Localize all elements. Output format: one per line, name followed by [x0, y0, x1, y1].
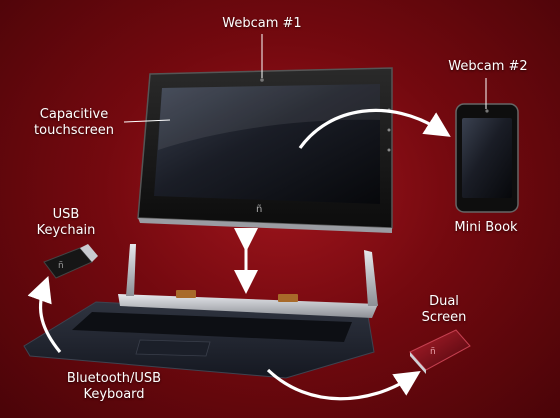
- webcam1-lens: [260, 78, 264, 82]
- keyboard-trackpad: [135, 339, 211, 357]
- keyboard-device: [23, 244, 378, 379]
- dual-screen-logo: ñ: [430, 347, 436, 357]
- dock-connector: [278, 294, 298, 302]
- mini-book-device: [455, 103, 519, 213]
- webcam1-label: Webcam #1: [222, 16, 302, 31]
- touchscreen-leader-line: [123, 119, 171, 123]
- dual-screen-label: Dual Screen: [404, 294, 484, 326]
- keyboard-label-line2: Keyboard: [83, 387, 145, 402]
- usb-keychain-device: [43, 244, 98, 279]
- usb-keychain-label-line2: Keychain: [36, 223, 96, 238]
- webcam2-lens: [485, 109, 489, 113]
- to-usb-keychain-arrow: [27, 275, 62, 354]
- webcam2-label: Webcam #2: [448, 59, 528, 74]
- touchscreen-label-line1: Capacitive: [39, 107, 109, 122]
- mini-book-label: Mini Book: [454, 220, 518, 235]
- usb-keychain-label: USB Keychain: [26, 207, 106, 239]
- dual-screen-label-line1: Dual: [429, 294, 459, 309]
- dual-screen-label-line2: Screen: [421, 310, 467, 325]
- touchscreen-label: Capacitive touchscreen: [24, 107, 124, 139]
- to-mini-book-arrow: [298, 108, 451, 149]
- usb-keychain-label-line1: USB: [52, 207, 80, 222]
- usb-logo: ñ: [58, 261, 64, 271]
- keyboard-label: Bluetooth/USB Keyboard: [44, 371, 184, 403]
- tablet-logo: ñ: [256, 204, 262, 215]
- to-dual-screen-arrow: [266, 368, 421, 401]
- touchscreen-label-line2: touchscreen: [34, 123, 114, 138]
- tablet-device: [137, 67, 393, 233]
- dock-connector: [176, 290, 196, 298]
- keyboard-label-line1: Bluetooth/USB: [66, 371, 162, 386]
- dual-screen-device: [409, 329, 471, 374]
- keyboard-keys: [72, 312, 352, 342]
